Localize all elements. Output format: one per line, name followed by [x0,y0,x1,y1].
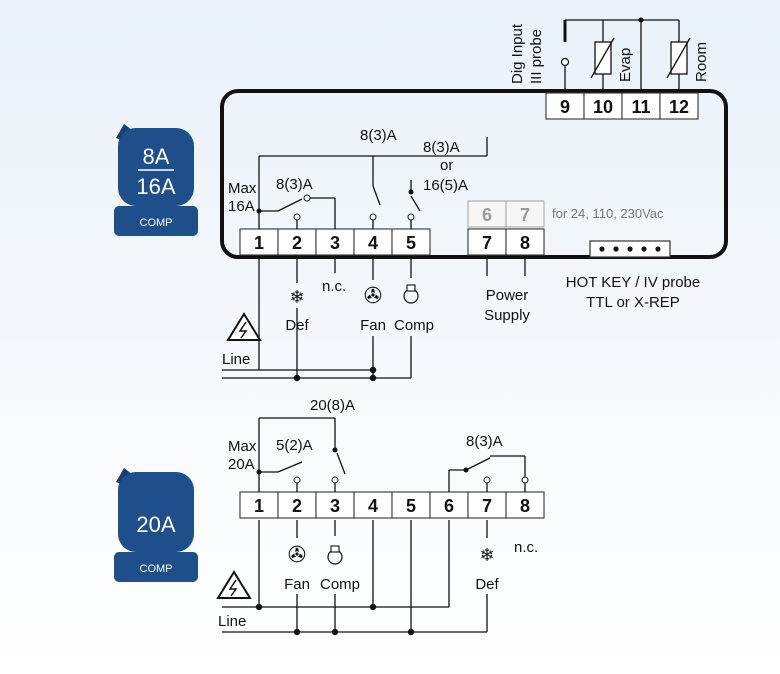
defrost-icon-bottom: ❄ [479,545,494,565]
main-terminal-block-bottom: 1 2 3 4 5 6 7 8 [239,491,545,519]
terminal-11: 11 [631,97,650,117]
relay-comp-rating-bottom: 20(8)A [310,397,355,414]
compressor-badge-top: 8A 16A COMP [114,124,198,236]
bottom-wiring-diagram: 1 2 3 4 5 6 7 8 Max 20A [216,397,545,636]
badge-bottom-line1: 20A [136,512,175,537]
terminal-3-top: 3 [330,233,340,253]
terminal-5-bottom: 5 [406,496,416,516]
relay-fan-rating-top: 8(3)A [360,127,397,144]
room-label: Room [693,42,710,82]
relay-def-rating-bottom: 8(3)A [466,433,503,450]
def-label-top: Def [285,317,309,334]
comp-label-bottom: Comp [320,576,360,593]
main-terminal-block-top: 1 2 3 4 5 [239,228,431,256]
relay-def-rating-top: 8(3)A [276,176,313,193]
controller-body-top [220,89,728,259]
power-label-2: Supply [484,307,530,324]
relay-comp-rating-2: or [440,157,453,174]
dig-input-label-1: Dig Input [509,23,526,84]
upper-terminal-block: 9 10 11 12 [545,92,699,120]
top-wiring-diagram: 9 10 11 12 Dig Input III probe Evap Room [220,17,728,382]
terminal-7-bottom: 7 [482,496,492,516]
line-label-top: Line [222,351,250,368]
terminal-4-top: 4 [368,233,378,253]
terminal-6-grey: 6 [482,205,492,225]
comp-label-top: Comp [394,317,434,334]
terminal-9: 9 [560,97,570,117]
supply-note: for 24, 110, 230Vac [552,206,664,221]
max-label-top: Max [228,180,257,197]
badge-top-line2: 16A [136,174,175,199]
terminal-8-top: 8 [520,233,530,253]
terminal-1-top: 1 [254,233,264,253]
fan-icon-top: ✇ [364,283,382,308]
nc-label-bottom: n.c. [514,539,538,556]
terminal-2-top: 2 [292,233,302,253]
terminal-3-bottom: 3 [330,496,340,516]
fan-label-top: Fan [360,317,386,334]
dig-input-label-2: III probe [528,29,545,84]
def-label-bottom: Def [475,576,499,593]
terminal-7-grey: 7 [520,205,530,225]
badge-top-label: COMP [140,217,173,229]
terminal-6-bottom: 6 [444,496,454,516]
terminal-2-bottom: 2 [292,496,302,516]
terminal-12: 12 [669,97,689,117]
compressor-badge-bottom: 20A COMP [114,468,198,582]
line-label-bottom: Line [218,613,246,630]
terminal-8-bottom: 8 [520,496,530,516]
max-value-top: 16A [228,198,255,215]
evap-label: Evap [617,48,634,82]
power-label-1: Power [486,287,529,304]
terminal-5-top: 5 [406,233,416,253]
warning-icon-bottom [216,570,252,599]
hotkey-label-1: HOT KEY / IV probe [566,274,701,291]
max-label-bottom: Max [228,438,257,455]
warning-icon-top [226,312,262,341]
defrost-icon-top: ❄ [289,287,304,307]
terminal-7-top: 7 [482,233,492,253]
compressor-bulb-icon-bottom [327,545,343,565]
relay-fan-rating-bottom: 5(2)A [276,437,313,454]
nc-label-top: n.c. [322,278,346,295]
terminal-10: 10 [593,97,613,117]
terminal-4-bottom: 4 [368,496,378,516]
terminal-1-bottom: 1 [254,496,264,516]
relay-comp-rating-3: 16(5)A [423,177,468,194]
hotkey-label-2: TTL or X-REP [586,294,680,311]
fan-icon-bottom: ✇ [288,542,306,567]
badge-top-line1: 8A [143,144,170,169]
max-value-bottom: 20A [228,456,255,473]
fan-label-bottom: Fan [284,576,310,593]
badge-bottom-label: COMP [140,563,173,575]
compressor-bulb-icon-top [403,284,419,304]
relay-comp-rating-1: 8(3)A [423,139,460,156]
